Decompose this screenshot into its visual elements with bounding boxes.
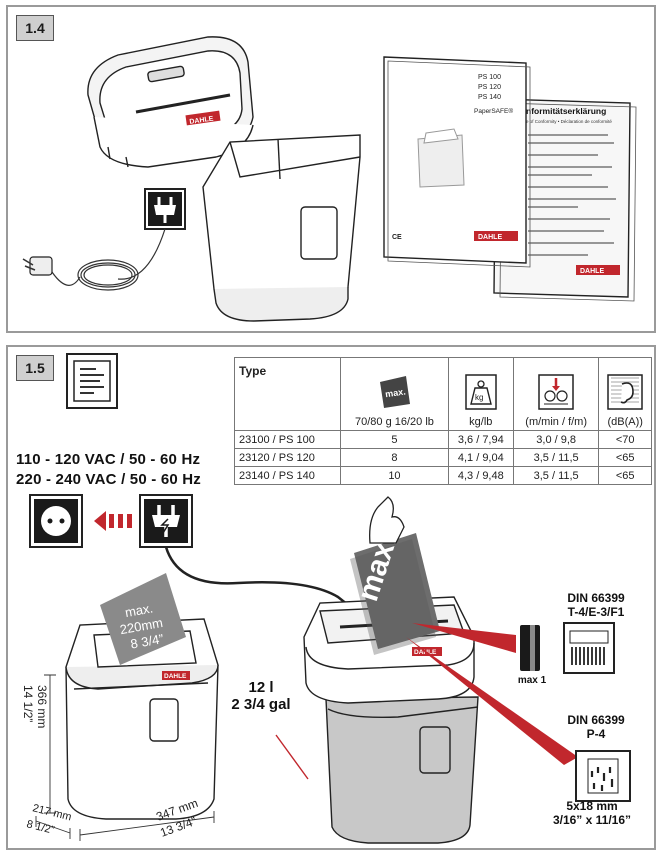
brand-text: DAHLE <box>189 116 214 126</box>
weight-header: kg kg/lb <box>447 357 514 431</box>
width-in-label: 13 3/4” <box>158 814 198 840</box>
svg-text:kg: kg <box>475 393 483 402</box>
conformity-subtitle: e of Conformity • Déclaration de conform… <box>526 119 612 124</box>
card-din-label: DIN 66399 T-4/E-3/F1 <box>567 591 625 619</box>
cut-size-label: 5x18 mm 3/16” x 11/16” <box>552 799 632 827</box>
hand-icon <box>369 496 405 544</box>
waste-bin <box>202 134 361 322</box>
width-mm-label: 347 mm <box>154 796 200 824</box>
conformity-title: nformitätserklärung <box>526 106 606 116</box>
step-number: 1.4 <box>16 15 54 41</box>
svg-text:DAHLE: DAHLE <box>164 673 187 680</box>
paper-din-label: DIN 66399 P-4 <box>567 713 625 741</box>
model-ps100: PS 100 <box>478 74 501 81</box>
wall-socket-icon <box>29 494 83 548</box>
shredder-brand-plate: DAHLE <box>185 110 221 126</box>
power-cable <box>22 228 166 291</box>
paper-cut-beam <box>406 637 578 765</box>
model-ps140: PS 140 <box>478 94 501 101</box>
capacity-pointer <box>275 734 309 780</box>
specification-table: Type max. 70/80 g 16/20 lb kg kg/lb <box>233 357 652 485</box>
right-brand-plate: DAHLE <box>412 647 442 656</box>
shredder-feeding-view <box>303 596 479 844</box>
paper-shred-security-icon <box>575 750 631 802</box>
step-1-5-panel: 1.5 Type max. 70/80 g 16/20 lb kg <box>6 345 656 850</box>
paper-sheet-icon: max. <box>380 376 411 408</box>
height-mm-label: 366 mm <box>35 685 49 728</box>
noise-ear-icon <box>607 374 643 410</box>
depth-in-label: 8 1/2” <box>25 818 56 837</box>
svg-text:DAHLE: DAHLE <box>414 649 437 656</box>
weight-icon: kg <box>465 374 497 410</box>
type-header: Type <box>233 357 342 431</box>
card-max-label: max 1 <box>517 675 547 686</box>
paper-width-in: 8 3/4” <box>129 631 164 652</box>
conformity-brand: DAHLE <box>580 268 604 275</box>
voltage-line-2: 220 - 240 VAC / 50 - 60 Hz <box>16 471 202 488</box>
dimension-lines <box>35 674 215 841</box>
card-cut-beam <box>412 623 516 653</box>
bin-capacity-label: 12 l 2 3/4 gal <box>231 679 291 713</box>
card-shred-security-icon <box>563 622 615 674</box>
power-cable <box>164 546 365 619</box>
step-1-4-panel: 1.4 DAHLE <box>6 5 656 333</box>
noise-header: (dB(A)) <box>598 357 652 431</box>
paper-stack: max. <box>350 530 440 655</box>
paper-max-text: max. <box>351 530 404 605</box>
ce-mark: CE <box>392 234 402 241</box>
sheet-capacity-header: max. 70/80 g 16/20 lb <box>340 357 449 431</box>
step-number: 1.5 <box>16 355 54 381</box>
credit-card-icon <box>520 625 540 671</box>
unpacking-illustration: DAHLE <box>22 36 637 322</box>
model-ps120: PS 120 <box>478 84 501 91</box>
plug-in-arrow-icon <box>94 511 132 531</box>
manual-brand: DAHLE <box>478 234 502 241</box>
paper-size-sign: max. 220mm 8 3/4” <box>100 573 186 665</box>
product-name: PaperSAFE® <box>474 107 513 115</box>
svg-text:max.: max. <box>385 386 407 399</box>
shredding-speed-icon <box>538 374 574 410</box>
height-in-label: 14 1/2” <box>21 685 35 722</box>
operating-manual: PS 100 PS 120 PS 140 PaperSAFE® CE DAHLE <box>383 56 531 268</box>
left-brand-plate: DAHLE <box>162 671 190 680</box>
shredder-side-view <box>65 618 219 820</box>
paper-max-label: max. <box>124 600 154 620</box>
voltage-line-1: 110 - 120 VAC / 50 - 60 Hz <box>16 451 201 468</box>
power-plug-icon <box>144 188 186 230</box>
power-plug-icon <box>139 494 193 548</box>
speed-header: (m/min / f/m) <box>512 357 600 431</box>
depth-mm-label: 217 mm <box>31 802 72 823</box>
read-manual-icon <box>66 353 118 409</box>
paper-width-mm: 220mm <box>119 615 164 637</box>
